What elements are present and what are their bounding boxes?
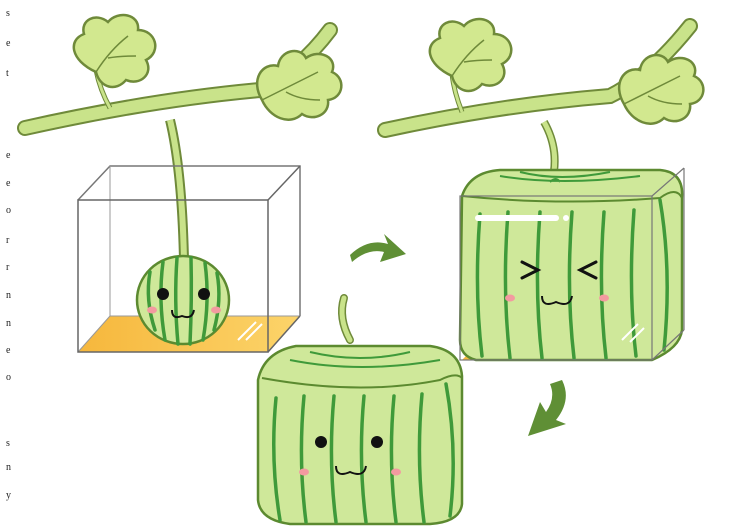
arrow-down-icon: [528, 380, 566, 436]
leaf-icon: [257, 51, 341, 120]
boxed-cube-watermelon: [460, 168, 684, 360]
final-cube-watermelon: [258, 298, 462, 524]
arrow-right-icon: [350, 234, 406, 262]
leaf-icon: [74, 15, 155, 87]
leaf-icon: [619, 55, 703, 124]
small-watermelon: [137, 256, 229, 344]
leaf-icon: [430, 19, 511, 91]
